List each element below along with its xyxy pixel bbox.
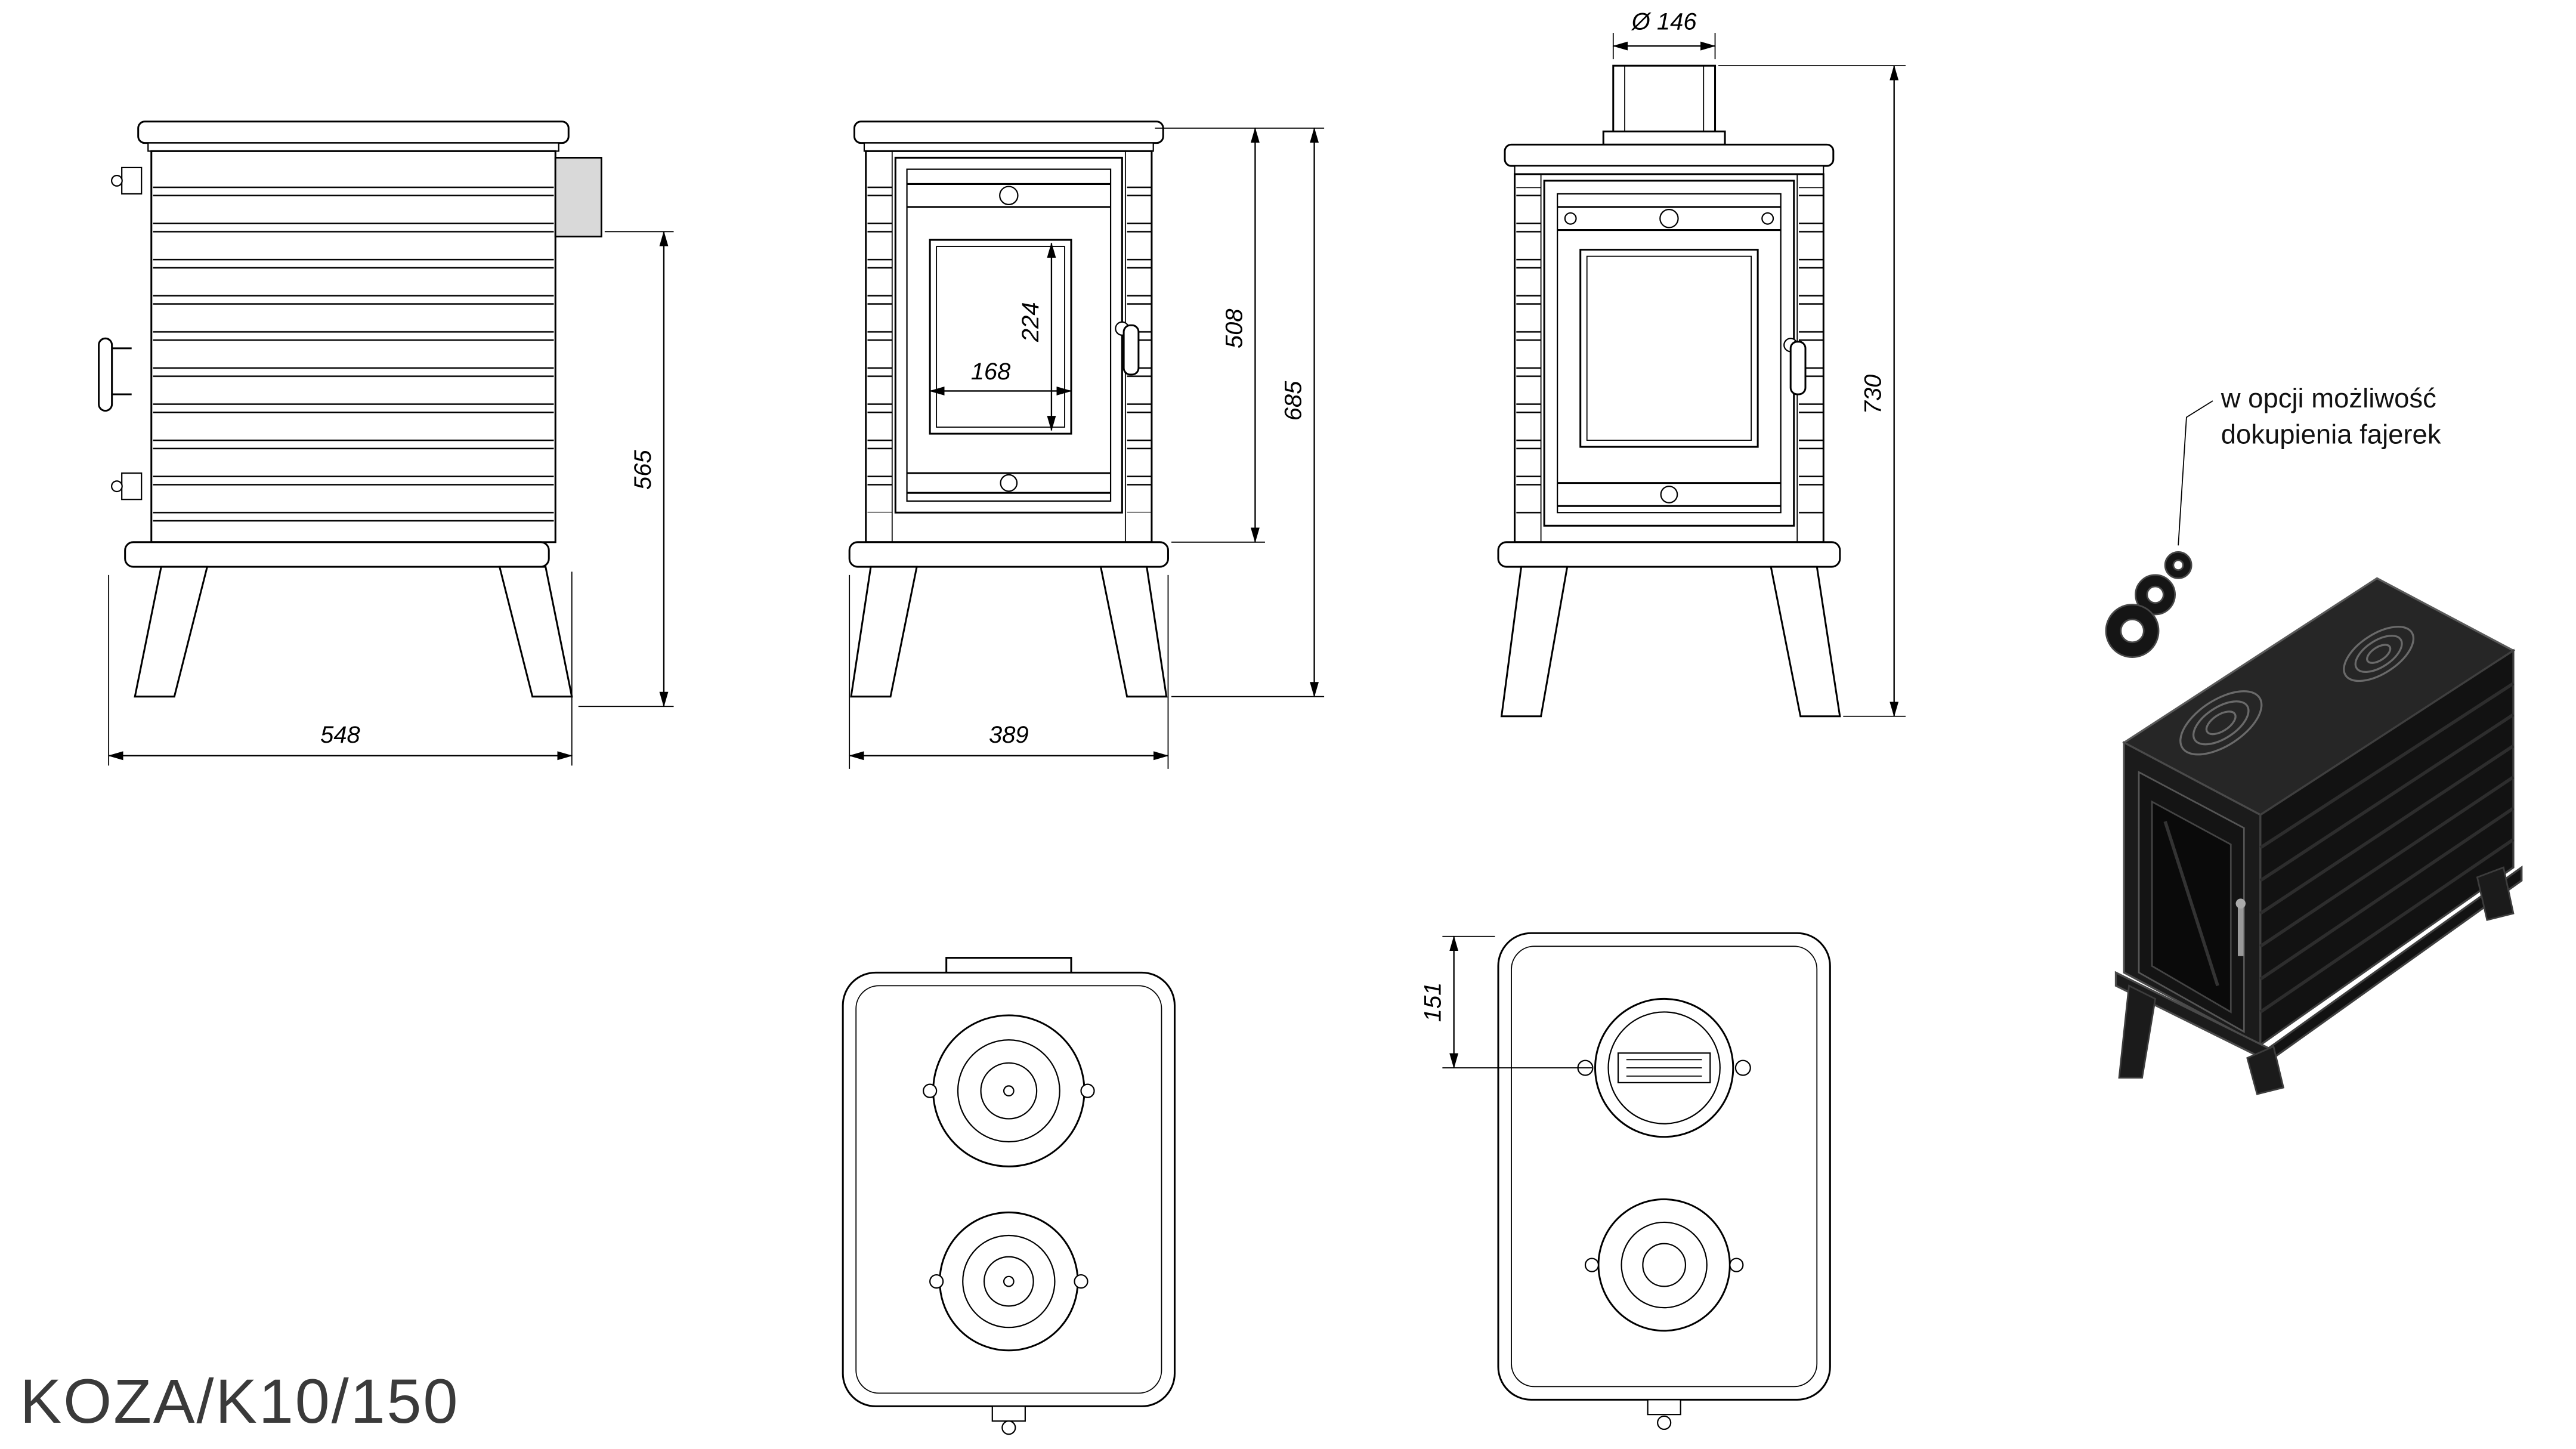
hotplate-large (923, 1014, 1095, 1167)
flue-outlet (554, 157, 602, 237)
vent-knob (999, 186, 1019, 205)
hinge-bottom (121, 472, 143, 500)
option-annotation: w opcji możliwość dokupienia fajerek (2178, 383, 2441, 546)
dim-glass-height: 224 (1018, 242, 1056, 431)
vent-knob (1660, 486, 1678, 503)
dim-glass-width: 168 (929, 359, 1072, 396)
top-view-plates (842, 957, 1176, 1435)
screw (923, 1083, 938, 1098)
dim-label-224: 224 (1018, 302, 1044, 342)
flue-pipe (1612, 64, 1717, 136)
door-handle (1789, 341, 1807, 396)
dim-side-width: 548 (107, 571, 573, 766)
vent-knob (1659, 209, 1679, 228)
dim-label-flue-diameter: Ø 146 (1631, 9, 1697, 35)
stove-3d-render: w opcji możliwość dokupienia fajerek (2105, 383, 2523, 1095)
latch (1647, 1399, 1681, 1416)
door-handle (1122, 324, 1140, 376)
dim-label-389: 389 (989, 722, 1029, 748)
top-view-flue: 151 (1420, 932, 1831, 1431)
latch (991, 1405, 1026, 1422)
screw (1584, 1258, 1600, 1272)
dim-label-730: 730 (1860, 375, 1887, 415)
dim-front-width: 389 (848, 574, 1169, 769)
drawing-title: KOZA/K10/150 (20, 1367, 459, 1436)
dim-label-685: 685 (1281, 381, 1307, 421)
door-glass (1579, 249, 1759, 448)
door-handle-side (98, 337, 132, 412)
leg-3d (2118, 984, 2157, 1079)
dim-side-height: 565 (578, 231, 674, 707)
annotation-line2: dokupienia fajerek (2221, 419, 2441, 450)
leg (1099, 566, 1168, 698)
leg-3d (2246, 1045, 2285, 1095)
leg (850, 566, 918, 698)
dim-total-height: 685 (1171, 127, 1325, 697)
flue-view: Ø 146 730 (1497, 9, 1906, 718)
hotplate-rear (1584, 1198, 1744, 1332)
dim-label-508: 508 (1221, 308, 1247, 348)
hinge-top (121, 166, 143, 195)
screw (1074, 1274, 1088, 1289)
dim-label-168: 168 (971, 359, 1011, 385)
leg (1500, 566, 1569, 718)
burner-ring-3d (2343, 625, 2415, 682)
burner-ring-3d (2179, 690, 2263, 756)
screw (929, 1274, 944, 1289)
dim-body-height: 508 (1155, 127, 1325, 543)
dim-flue-offset: 151 (1420, 935, 1592, 1069)
dim-label-151: 151 (1420, 983, 1446, 1022)
leg-3d (2476, 866, 2515, 921)
dim-label-565: 565 (630, 450, 656, 490)
annotation-line1: w opcji możliwość (2221, 383, 2436, 413)
door-glass (929, 239, 1072, 435)
dim-back-total-height: 730 (1718, 64, 1906, 718)
stove-side-face (2259, 648, 2515, 1047)
side-view: 548 565 (98, 121, 674, 766)
screw (1734, 1059, 1751, 1076)
vent-knob (1000, 474, 1018, 492)
leg (1770, 566, 1841, 718)
front-view: 168 224 508 685 389 (848, 121, 1325, 769)
screw (1729, 1258, 1744, 1272)
side-ribs (153, 160, 554, 533)
leg (498, 566, 573, 698)
flue-collar-top (1577, 997, 1751, 1138)
fajerek-rings (2105, 551, 2192, 658)
screw (1080, 1083, 1095, 1098)
dim-flue-diameter: Ø 146 (1612, 9, 1716, 60)
leg (134, 566, 209, 698)
hotplate-small (929, 1211, 1088, 1352)
dim-label-548: 548 (320, 722, 360, 748)
